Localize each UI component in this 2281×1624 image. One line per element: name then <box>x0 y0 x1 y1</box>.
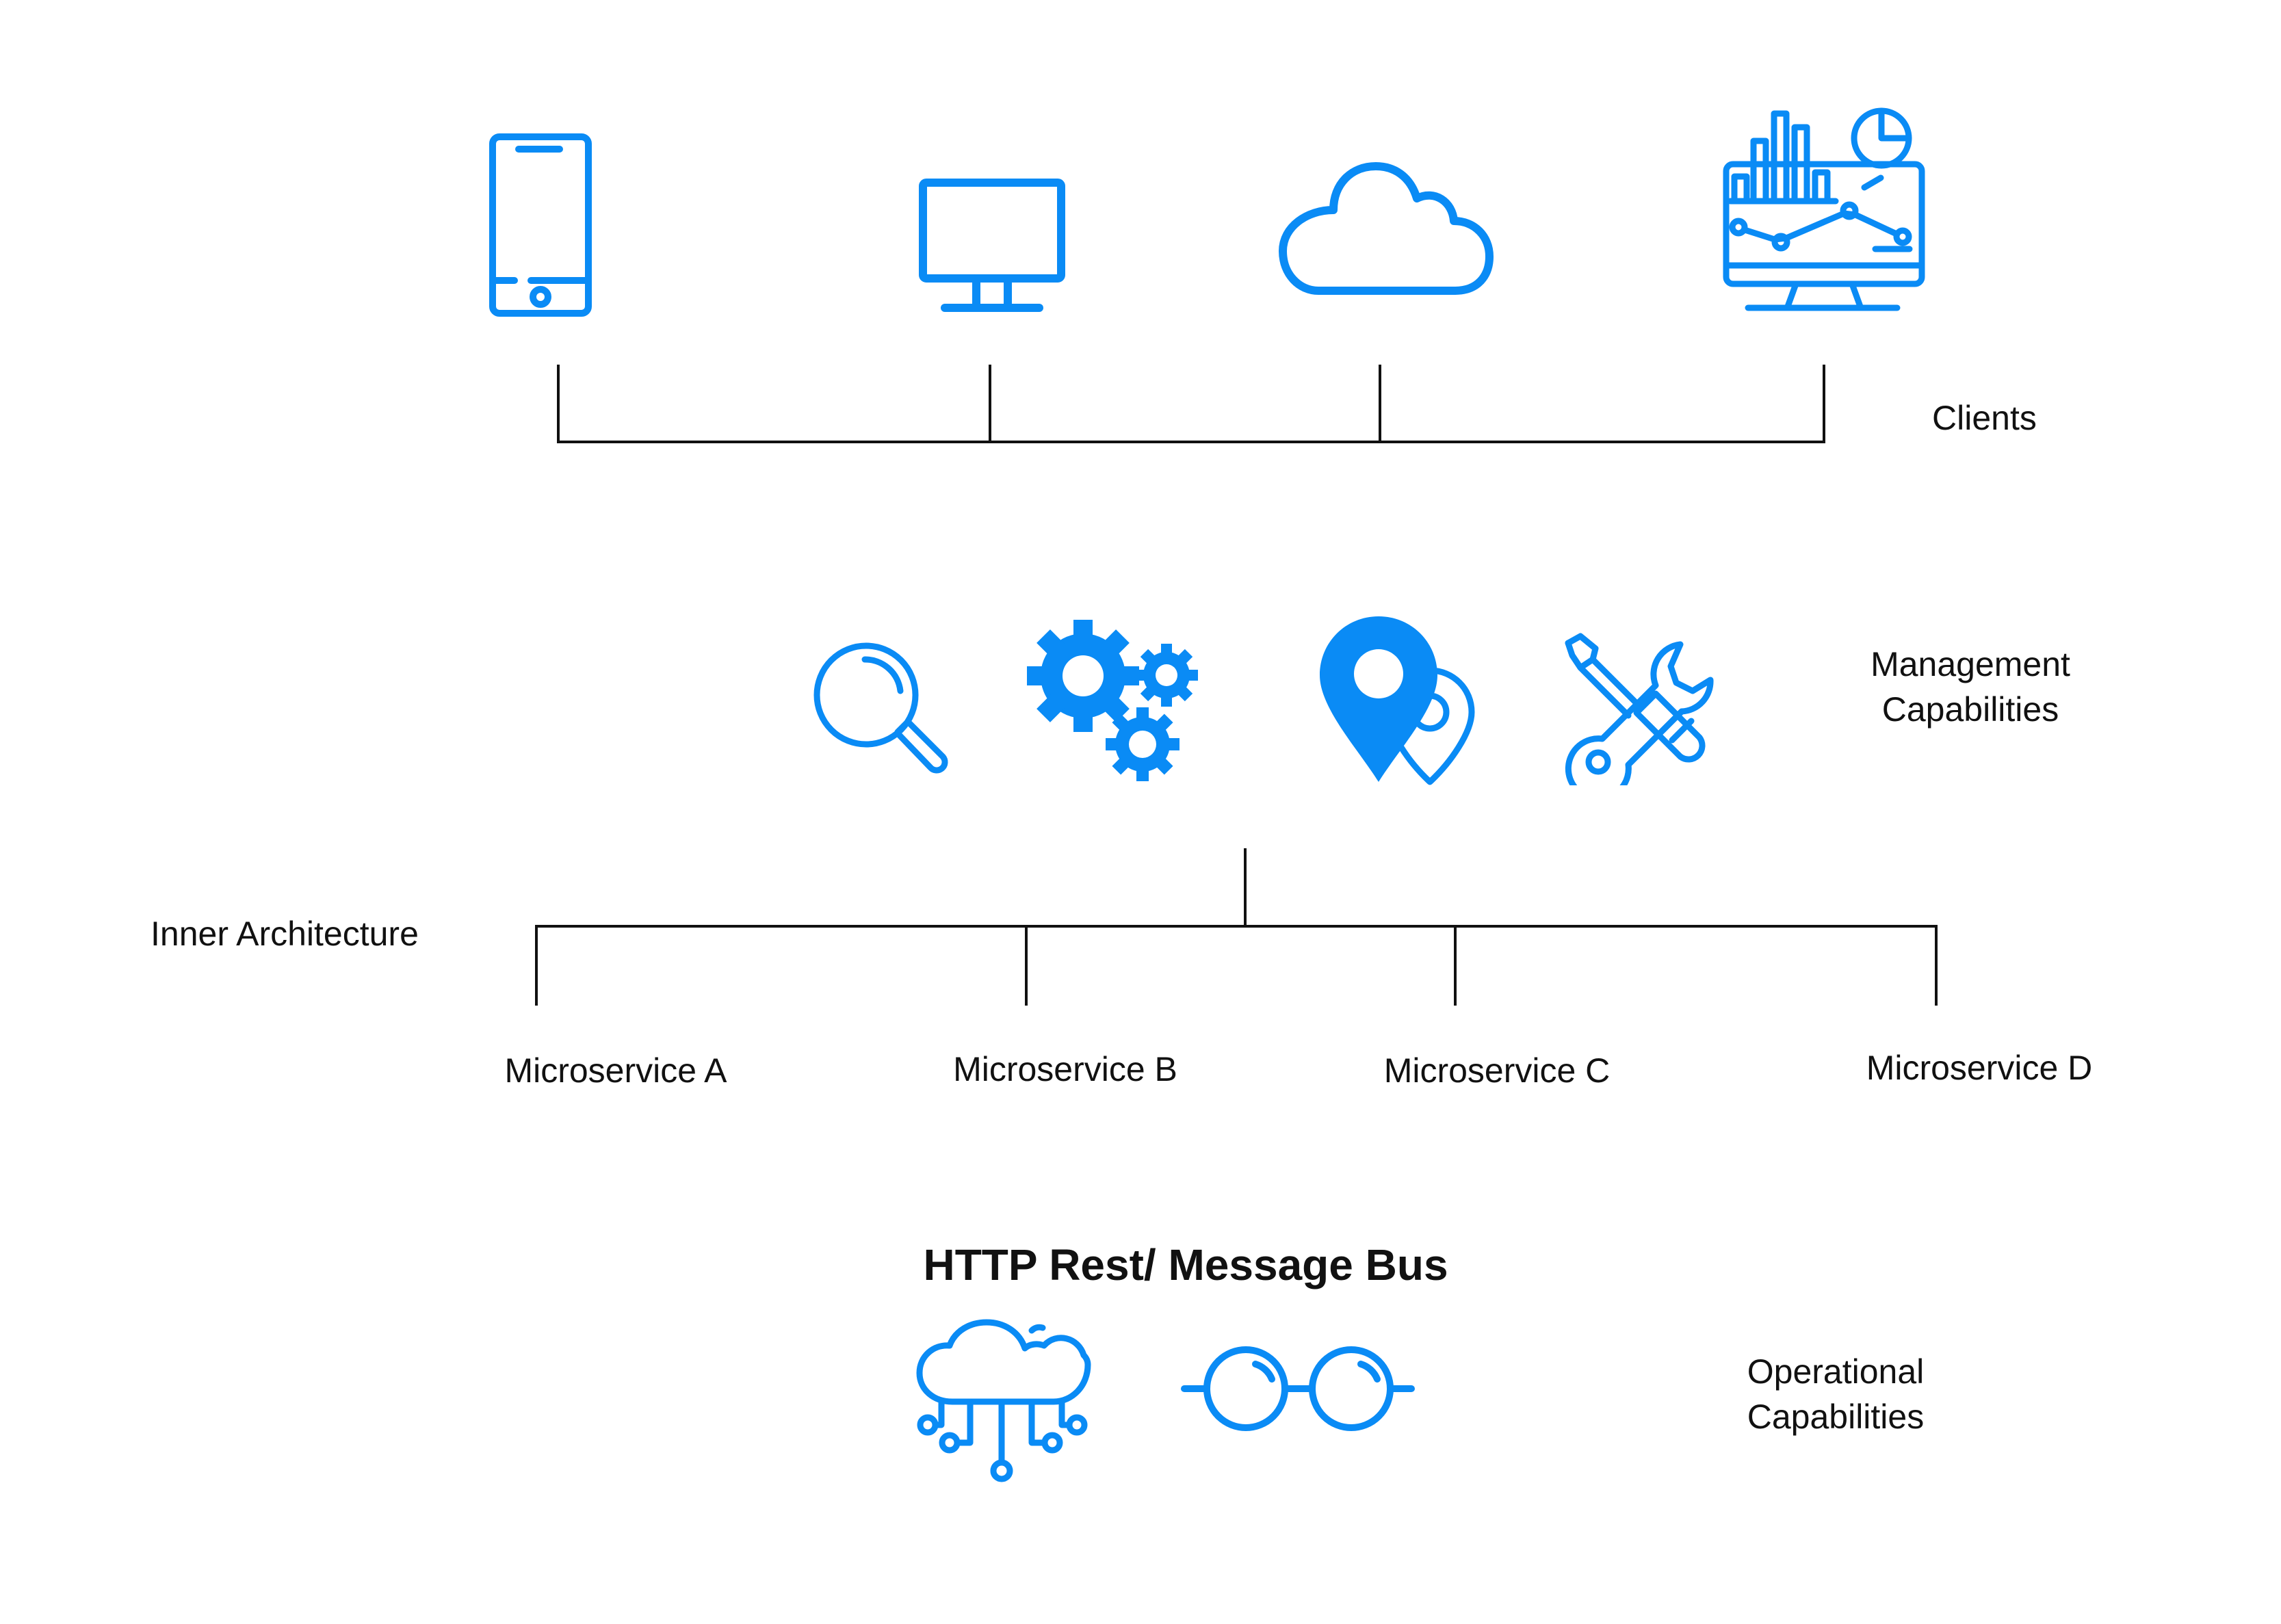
gears-icon <box>1026 619 1208 787</box>
microservice-d-label: Microservice D <box>1866 1049 2093 1087</box>
microservice-c-connector <box>1454 925 1457 1006</box>
clients-label: Clients <box>1932 399 2037 437</box>
microservice-a-connector <box>535 925 538 1006</box>
microservice-a-label: Microservice A <box>504 1051 727 1090</box>
wrench-screwdriver-icon <box>1560 628 1717 785</box>
client-connector-vertical-4 <box>1823 365 1825 443</box>
microservice-connector-horizontal <box>535 925 1938 928</box>
management-connector-vertical <box>1244 848 1247 928</box>
client-connector-vertical-3 <box>1379 365 1381 443</box>
desktop-monitor-icon <box>913 174 1071 318</box>
location-pins-icon <box>1317 612 1488 787</box>
client-connector-horizontal <box>557 441 1825 443</box>
management-label-line2: Capabilities <box>1881 690 2059 729</box>
management-label-line1: Management <box>1871 645 2070 683</box>
smartphone-icon <box>479 130 602 322</box>
http-rest-message-bus-heading: HTTP Rest/ Message Bus <box>923 1240 1448 1289</box>
microservice-b-label: Microservice B <box>953 1050 1177 1088</box>
operational-capabilities-label: Operational Capabilities <box>1692 1349 1979 1439</box>
management-capabilities-label: Management Capabilities <box>1827 642 2114 732</box>
cloud-network-icon <box>910 1317 1095 1488</box>
microservice-c-label: Microservice C <box>1383 1051 1611 1090</box>
operational-label-line2: Capabilities <box>1747 1398 1925 1436</box>
operational-label-line1: Operational <box>1747 1352 1925 1391</box>
client-connector-vertical-2 <box>989 365 991 443</box>
client-connector-vertical-1 <box>557 365 560 443</box>
inner-architecture-label: Inner Architecture <box>151 915 419 953</box>
microservice-b-connector <box>1025 925 1028 1006</box>
microservice-d-connector <box>1935 925 1938 1006</box>
cloud-icon <box>1276 161 1495 304</box>
magnifier-icon <box>807 636 951 780</box>
glasses-icon <box>1180 1341 1416 1437</box>
analytics-dashboard-icon <box>1714 103 1940 322</box>
